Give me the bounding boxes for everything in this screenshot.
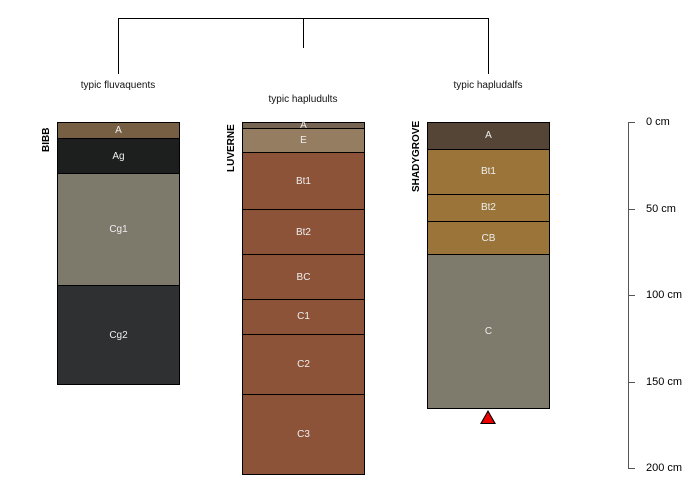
horizon-cb: CB [427,222,550,256]
horizon-c1: C1 [242,300,365,335]
taxon-label: typic fluvaquents [80,80,156,91]
dendrogram-branch-3 [488,18,489,74]
depth-tick [629,208,635,210]
horizon-a: A [427,122,550,150]
taxon-label: typic hapludults [268,94,338,105]
depth-tick [629,295,635,296]
profile-name: SHADYGROVE [411,120,422,192]
horizon-cg2: Cg2 [57,286,180,385]
depth-tick-label: 150 cm [646,375,683,388]
depth-tick [629,381,635,383]
horizon-bc: BC [242,255,365,301]
depth-tick-label: 100 cm [646,289,683,301]
horizon-a: A [57,122,180,140]
horizon-cg1: Cg1 [57,173,180,287]
taxon-label: typic hapludalfs [453,80,523,91]
depth-tick-label: 0 cm [646,116,670,128]
horizon-ag: Ag [57,139,180,174]
truncation-marker-icon [480,410,496,425]
horizon-bt2: Bt2 [427,194,550,223]
horizon-c2: C2 [242,334,365,396]
horizon-e: E [242,128,365,154]
profile-name: LUVERNE [226,124,237,173]
depth-tick-label: 200 cm [646,462,683,474]
depth-axis-line [628,122,629,469]
horizon-c3: C3 [242,395,365,475]
horizon-bt1: Bt1 [242,153,365,211]
depth-tick [629,468,635,469]
depth-tick-label: 50 cm [646,202,676,215]
horizon-bt1: Bt1 [427,149,550,195]
horizon-a: A [242,120,365,131]
horizon-c: C [427,255,550,410]
horizon-bt2: Bt2 [242,210,365,256]
dendrogram-branch-1 [118,18,119,74]
depth-tick [629,122,635,123]
profile-name: BIBB [41,127,52,153]
dendrogram-branch-2 [303,18,304,48]
